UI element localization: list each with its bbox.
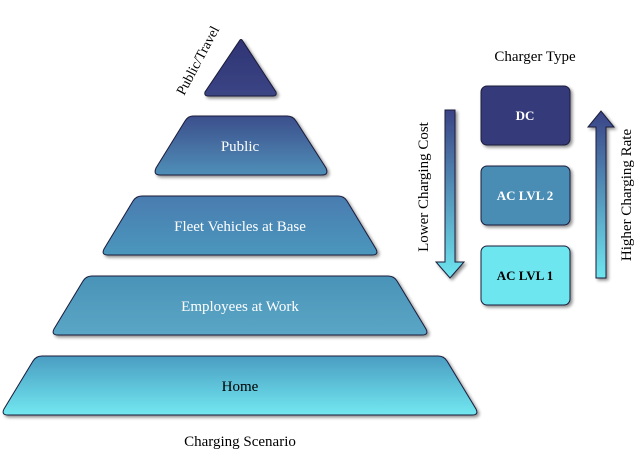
pyramid-caption: Charging Scenario [184, 434, 296, 450]
charger-box-shape [480, 245, 571, 306]
charger-label-ac-lvl-1: AC LVL 1 [497, 268, 554, 283]
pyramid-level-public-travel: Public/Travel [174, 24, 277, 98]
pyramid: Public/Travel Public Fleet Vehicles at B… [2, 24, 478, 450]
charger-box-dc: DC [480, 85, 571, 146]
charger-type-title: Charger Type [494, 49, 576, 65]
charger-types: Charger Type DC AC LVL 2 AC LVL 1 [480, 49, 576, 306]
charger-label-dc: DC [516, 108, 535, 123]
up-arrow-icon [586, 110, 616, 279]
charger-box-ac-lvl-1: AC LVL 1 [480, 245, 571, 306]
pyramid-level-home: Home [2, 355, 478, 416]
pyramid-level-shape [2, 355, 478, 416]
charger-box-shape [480, 85, 571, 146]
pyramid-level-label-fleet: Fleet Vehicles at Base [174, 219, 306, 235]
pyramid-level-public: Public [154, 115, 328, 176]
arrow-lower-charging-cost: Lower Charging Cost [416, 109, 466, 279]
arrow-higher-charging-rate: Higher Charging Rate [586, 110, 635, 279]
pyramid-level-label-public: Public [221, 139, 260, 155]
pyramid-level-shape [154, 115, 328, 176]
pyramid-level-fleet: Fleet Vehicles at Base [102, 195, 378, 256]
pyramid-level-shape [52, 275, 428, 336]
pyramid-level-shape [204, 39, 277, 97]
charger-box-shape [480, 165, 571, 226]
pyramid-level-label-employees: Employees at Work [181, 299, 299, 315]
pyramid-level-shape [102, 195, 378, 256]
pyramid-level-employees: Employees at Work [52, 275, 428, 336]
arrow-label-lower-charging-cost: Lower Charging Cost [416, 121, 432, 252]
charger-box-ac-lvl-2: AC LVL 2 [480, 165, 571, 226]
charger-label-ac-lvl-2: AC LVL 2 [497, 188, 554, 203]
pyramid-level-label-home: Home [222, 379, 259, 395]
arrow-label-higher-charging-rate: Higher Charging Rate [619, 129, 635, 262]
down-arrow-icon [434, 109, 466, 279]
